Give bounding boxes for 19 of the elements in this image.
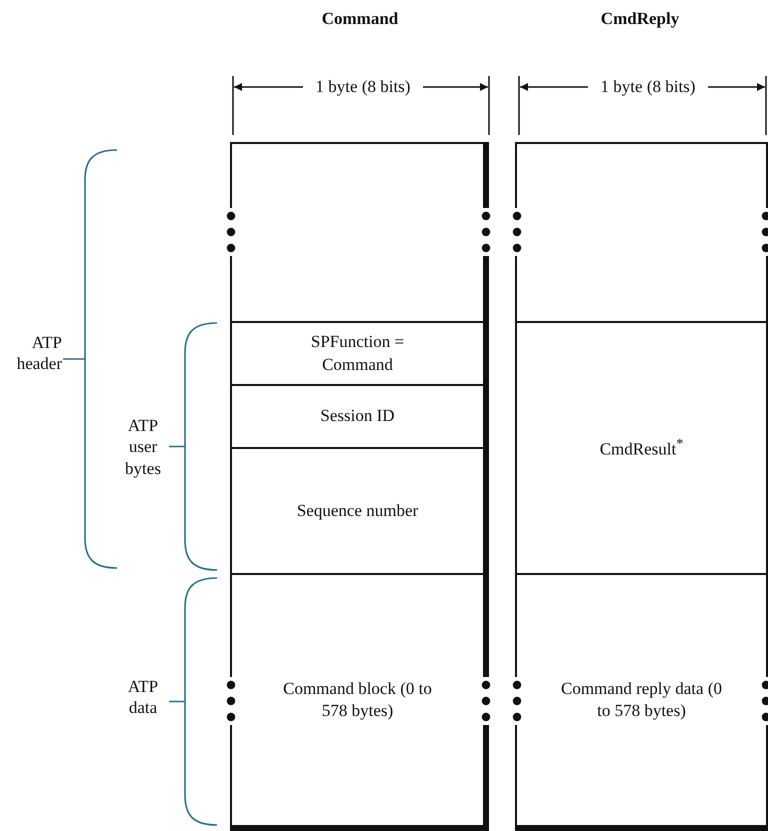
- field-box: [230, 384, 489, 449]
- field-box: [230, 321, 489, 386]
- empty-field-box: [515, 142, 768, 323]
- empty-field-box: [230, 142, 489, 323]
- bracket-label: ATP header: [16, 332, 62, 374]
- column-heading: CmdReply: [600, 8, 680, 30]
- field-label: Command reply data (0 to 578 bytes): [560, 678, 723, 722]
- field-label: CmdResult$^{*}$: [598, 435, 684, 461]
- bracket-label: ATP data: [126, 676, 160, 718]
- field-label: Sequence number: [296, 500, 420, 522]
- column-heading: Command: [320, 8, 400, 30]
- field-label: Session ID: [319, 405, 396, 428]
- field-box: [515, 573, 768, 831]
- field-box: [515, 321, 768, 575]
- bracket-label: ATP user bytes: [124, 415, 162, 479]
- field-label: Command block (0 to 578 bytes): [282, 678, 433, 722]
- field-label: SPFunction = Command: [310, 331, 406, 376]
- field-box: [230, 447, 489, 575]
- field-box: [230, 573, 489, 831]
